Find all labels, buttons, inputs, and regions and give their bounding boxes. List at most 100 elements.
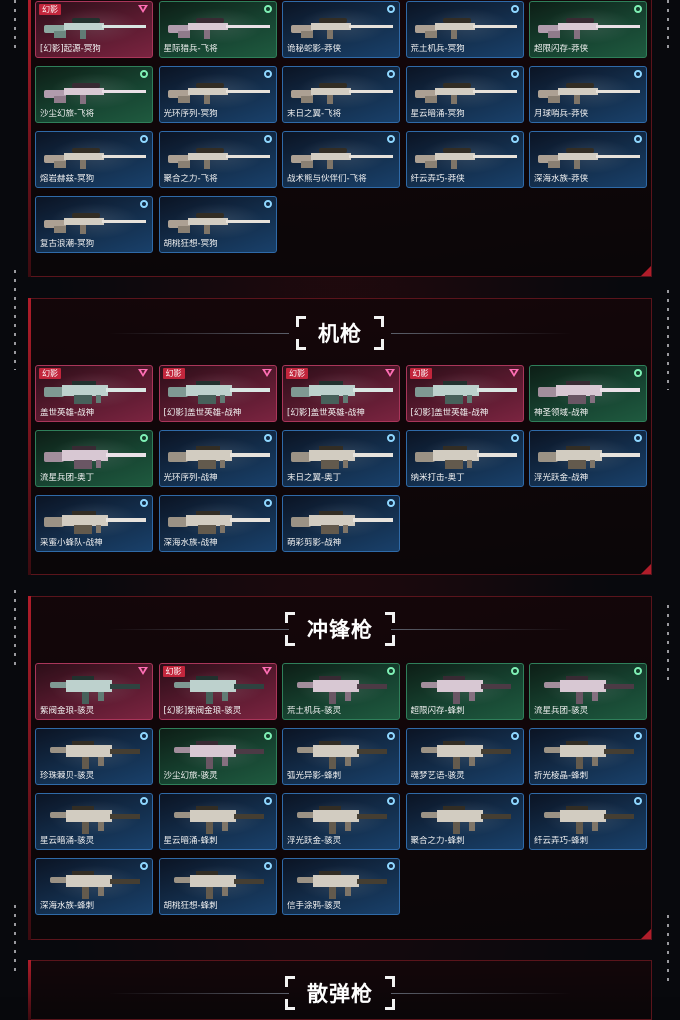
weapon-skin-card[interactable]: 萌彩剪影-战神	[282, 495, 400, 552]
weapon-skin-card[interactable]: 诡秘蛇影-莽侠	[282, 1, 400, 58]
quality-ring-icon	[263, 732, 272, 740]
smg-weapon-image	[536, 672, 642, 706]
skin-name-label: 萌彩剪影-战神	[287, 538, 342, 548]
weapon-skin-card[interactable]: 深海水族-蜂刺	[35, 858, 153, 915]
weapon-skin-card[interactable]: 月球哨兵-莽侠	[529, 66, 647, 123]
weapon-skin-card[interactable]: 复古浪潮-冥狗	[35, 196, 153, 253]
quality-ring-icon	[263, 862, 272, 870]
weapon-skin-card[interactable]: 聚合之力-飞将	[158, 131, 277, 188]
quality-ring-icon	[634, 667, 642, 675]
weapon-skin-card[interactable]: 超限闪存-莽侠	[529, 1, 647, 58]
weapon-skin-card[interactable]: 星云暗涌-骇灵	[35, 793, 153, 850]
quality-ring-icon	[140, 70, 148, 78]
section-title-box: 机枪	[296, 316, 384, 350]
phantom-badge: 幻影	[409, 368, 432, 379]
weapon-skin-card[interactable]: 星云暗涌-冥狗	[405, 66, 524, 123]
right-edge-marker	[667, 915, 669, 985]
smg-weapon-image	[166, 867, 272, 901]
phantom-tier-icon	[138, 369, 148, 377]
smg-weapon-image	[166, 672, 272, 706]
weapon-skin-card[interactable]: 魂梦艺语-骇灵	[405, 728, 524, 785]
smg-weapon-image	[536, 802, 642, 836]
quality-ring-icon	[140, 200, 148, 208]
weapon-skin-card[interactable]: 光环序列-战神	[158, 430, 277, 487]
skin-name-label: 聚合之力-蜂刺	[410, 836, 465, 846]
weapon-skin-card[interactable]: 珍珠棘贝-骇灵	[35, 728, 153, 785]
weapon-skin-card[interactable]: 战术熊与伙伴们-飞将	[282, 131, 400, 188]
quality-ring-icon	[140, 862, 148, 870]
skin-name-label: 流星兵团-奥丁	[40, 473, 95, 483]
phantom-badge: 幻影	[162, 666, 185, 677]
weapon-skin-card[interactable]: 浮光跃金-骇灵	[282, 793, 400, 850]
weapon-skin-card[interactable]: 纤云弄巧-莽侠	[405, 131, 524, 188]
quality-ring-icon	[387, 135, 395, 143]
weapon-skin-card[interactable]: 沙尘幻旅-飞将	[35, 66, 153, 123]
section-title: 机枪	[318, 321, 362, 346]
skin-name-label: 纳米打击-奥丁	[410, 473, 465, 483]
weapon-skin-card[interactable]: 纳米打击-奥丁	[405, 430, 524, 487]
phantom-badge: 幻影	[39, 368, 61, 379]
weapon-skin-card[interactable]: 深海水族-莽侠	[529, 131, 647, 188]
mg-weapon-image	[42, 374, 148, 408]
skin-name-label: 魂梦艺语-骇灵	[410, 771, 465, 781]
weapon-skin-card[interactable]: 幻影[幻影]起源-冥狗	[35, 1, 153, 58]
sniper-weapon-image	[536, 75, 642, 109]
skin-name-label: [幻影]紫阀金琅-骇灵	[163, 706, 242, 716]
weapon-skin-card[interactable]: 聚合之力-蜂刺	[405, 793, 524, 850]
weapon-skin-card[interactable]: 幻影 [幻影]紫阀金琅-骇灵	[158, 663, 277, 720]
weapon-skin-card[interactable]: 浮光跃金-战神	[529, 430, 647, 487]
weapon-skin-card[interactable]: 采蜜小蜂队-战神	[35, 495, 153, 552]
skin-name-label: 盖世英雄-战神	[40, 408, 95, 418]
mg-weapon-image	[166, 374, 272, 408]
skin-name-label: 胡桃狂想-冥狗	[163, 239, 218, 249]
weapon-skin-card[interactable]: 末日之翼-飞将	[282, 66, 400, 123]
mg-weapon-image	[536, 439, 642, 473]
phantom-badge: 幻影	[39, 4, 61, 15]
weapon-skin-card[interactable]: 折光棱晶-蜂刺	[529, 728, 647, 785]
weapon-skin-card[interactable]: 幻影盖世英雄-战神	[35, 365, 153, 422]
weapon-skin-card[interactable]: 幻影[幻影]盖世英雄-战神	[405, 365, 524, 422]
quality-ring-icon	[634, 70, 642, 78]
weapon-skin-card[interactable]: 幻影[幻影]盖世英雄-战神	[158, 365, 277, 422]
weapon-skin-card[interactable]: 纤云弄巧-蜂刺	[529, 793, 647, 850]
weapon-skin-card[interactable]: 神圣领域-战神	[529, 365, 647, 422]
sniper-weapon-image	[42, 205, 148, 239]
weapon-skin-card[interactable]: 流星兵团-奥丁	[35, 430, 153, 487]
weapon-skin-card[interactable]: 荒土机兵-骇灵	[282, 663, 400, 720]
skin-name-label: 光环序列-战神	[163, 473, 218, 483]
weapon-skin-card[interactable]: 深海水族-战神	[158, 495, 277, 552]
weapon-skin-card[interactable]: 胡桃狂想-冥狗	[158, 196, 277, 253]
weapon-skin-card[interactable]: 沙尘幻旅-骇灵	[158, 728, 277, 785]
header-divider-right	[391, 629, 571, 630]
weapon-skin-card[interactable]: 弧光异影-蜂刺	[282, 728, 400, 785]
weapon-skin-card[interactable]: 星际猎兵-飞将	[158, 1, 277, 58]
weapon-skin-card[interactable]: 超限闪存-蜂刺	[405, 663, 524, 720]
skin-name-label: 复古浪潮-冥狗	[40, 239, 95, 249]
left-edge-marker	[14, 270, 16, 370]
weapon-skin-card[interactable]: 星云暗涌-蜂刺	[158, 793, 277, 850]
weapon-skin-card[interactable]: 荒土机兵-冥狗	[405, 1, 524, 58]
sniper-section: 幻影[幻影]起源-冥狗星际猎兵-飞将诡秘蛇影-莽侠荒土机兵-冥狗超限闪存-莽侠沙…	[28, 0, 652, 277]
smg-weapon-image	[289, 672, 395, 706]
skin-name-label: 紫阀金琅-骇灵	[40, 706, 95, 716]
smg-weapon-image	[42, 802, 148, 836]
machine-gun-section: 机枪 幻影盖世英雄-战神幻影[幻影]盖世英雄-战神幻影[幻影]盖世英雄-战神幻影…	[28, 298, 652, 575]
skin-name-label: 星云暗涌-冥狗	[410, 109, 465, 119]
quality-ring-icon	[263, 499, 272, 507]
mg-weapon-image	[42, 504, 148, 538]
weapon-skin-card[interactable]: 信手涂鸦-骇灵	[282, 858, 400, 915]
skin-name-label: 神圣领域-战神	[534, 408, 589, 418]
weapon-skin-card[interactable]: 胡桃狂想-蜂刺	[158, 858, 277, 915]
sniper-weapon-image	[289, 140, 395, 174]
weapon-skin-card[interactable]: 流星兵团-骇灵	[529, 663, 647, 720]
smg-weapon-image	[42, 867, 148, 901]
weapon-skin-card[interactable]: 熔岩赫兹-冥狗	[35, 131, 153, 188]
weapon-skin-card[interactable]: 幻影[幻影]盖世英雄-战神	[282, 365, 400, 422]
weapon-skin-card[interactable]: 光环序列-冥狗	[158, 66, 277, 123]
weapon-skin-card[interactable]: 紫阀金琅-骇灵	[35, 663, 153, 720]
smg-weapon-image	[413, 802, 519, 836]
header-divider-right	[391, 333, 571, 334]
skin-name-label: 纤云弄巧-莽侠	[410, 174, 465, 184]
weapon-skin-card[interactable]: 末日之翼-奥丁	[282, 430, 400, 487]
skin-name-label: 流星兵团-骇灵	[534, 706, 589, 716]
